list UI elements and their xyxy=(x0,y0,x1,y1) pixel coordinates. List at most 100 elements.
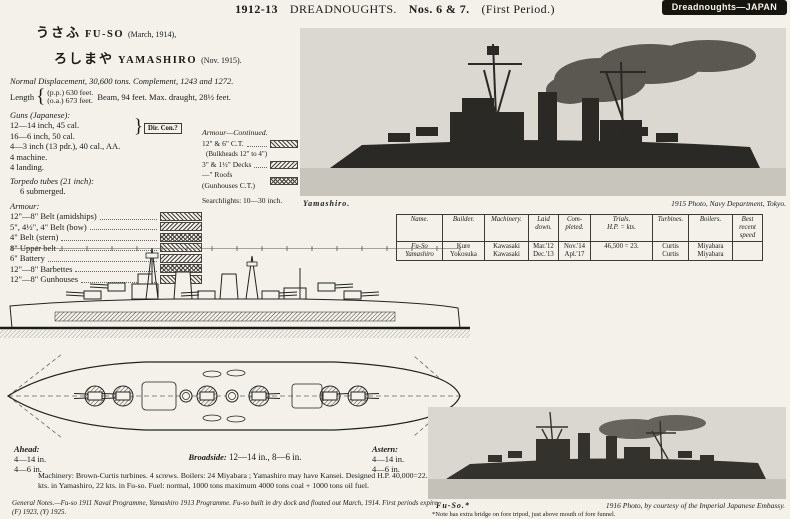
astern-label: Astern: xyxy=(372,444,398,454)
length-oa: (o.a.) 673 feet. xyxy=(47,96,93,105)
dotted-leader xyxy=(75,265,157,273)
astern-arcs: Astern: 4—14 in. 4—6 in. xyxy=(372,444,404,474)
yamashiro-date: (Nov. 1915). xyxy=(201,56,242,65)
yamashiro-photo-caption: Yamashiro. xyxy=(303,199,351,208)
plan-drawing xyxy=(0,346,470,446)
armour-item-label: 5", 4½", 4" Belt (bow) xyxy=(10,221,87,232)
col-header: Best recent speed xyxy=(732,214,763,242)
cell-name: Fu-So Yamashiro xyxy=(396,241,443,261)
dotted-leader xyxy=(81,276,157,283)
fuso-name: FU-SO xyxy=(85,29,125,40)
cell-laid-down: Mar.'12 Dec.'13 xyxy=(528,241,559,261)
torpedo-heading: Torpedo tubes (21 inch): xyxy=(10,175,94,186)
beam-draught: Beam, 94 feet. Max. draught, 28½ feet. xyxy=(97,91,231,102)
yamashiro-photo xyxy=(300,28,786,196)
armour-item: 5", 4½", 4" Belt (bow) xyxy=(10,222,202,233)
col-header: Trials. H.P. = kts. xyxy=(590,214,653,242)
col-header: Boilers. xyxy=(688,214,733,242)
armour-hatch-swatch xyxy=(160,232,202,242)
length-pp: (p.p.) 630 feet. xyxy=(47,87,94,97)
col-header: Turbines. xyxy=(652,214,689,242)
ahead-arcs: Ahead: 4—14 in. 4—6 in. xyxy=(14,444,46,474)
ahead-label: Ahead: xyxy=(14,444,40,454)
armour-heading: Armour: xyxy=(10,200,40,211)
gun-item: 4 landing. xyxy=(10,162,44,172)
broadside-line: Broadside: 12—14 in., 8—6 in. xyxy=(130,452,360,462)
armour-continued-item: —" Roofs (Gunhouses C.T.) xyxy=(202,170,298,191)
fuso-photo-caption: Fu-So.* xyxy=(436,501,470,510)
fuso-kana: うさふ xyxy=(36,25,82,40)
ahead-line: 4—14 in. xyxy=(14,454,47,464)
corner-tab: Dreadnoughts—JAPAN xyxy=(661,0,787,15)
table-row: Fu-So Yamashiro Kure Yokosuka Kawasaki K… xyxy=(396,241,763,261)
armour-continued-item: (Bulkheads 12" to 4") xyxy=(206,150,268,158)
armour-item: 8" Upper belt xyxy=(10,243,202,254)
dotted-leader xyxy=(58,244,157,252)
cell-builder: Kure Yokosuka xyxy=(442,241,485,261)
yamashiro-name: YAMASHIRO xyxy=(118,55,198,66)
machinery-note: Machinery: Brown-Curtis turbines. 4 scre… xyxy=(38,471,432,490)
yamashiro-photo-art xyxy=(300,28,786,196)
gun-item: 4 machine. xyxy=(10,151,48,162)
fuso-photo-art xyxy=(428,407,786,499)
dotted-leader xyxy=(47,255,157,262)
guns-heading: Guns (Japanese): xyxy=(10,109,71,120)
cell-turbines: Curtis Curtis xyxy=(652,241,689,261)
general-notes: General Notes.—Fu-so 1911 Naval Programm… xyxy=(12,499,438,516)
col-header: Builder. xyxy=(442,214,485,242)
plan-drawing-art xyxy=(6,353,461,439)
yamashiro-photo-credit: 1915 Photo, Navy Department, Tokyo. xyxy=(671,199,786,208)
dotted-leader xyxy=(254,161,267,169)
astern-line: 4—14 in. xyxy=(372,454,405,464)
cell-trials: 46,500 = 23. xyxy=(590,241,653,261)
armour-item-label: 12"—8" Belt (amidships) xyxy=(10,211,97,221)
header-nos: Nos. 6 & 7. xyxy=(408,2,470,16)
profile-drawing-art xyxy=(0,246,470,338)
smoke-plume xyxy=(546,40,756,104)
open-brace: { xyxy=(36,86,46,107)
length-values: (p.p.) 630 feet. (o.a.) 673 feet. xyxy=(47,87,94,106)
armour-continued-item: 3" & 1½" Decks xyxy=(202,160,298,171)
armour-continued-block: Armour—Continued. 12" & 6" C.T. (Bulkhea… xyxy=(202,128,298,207)
armour-item-label: 8" Upper belt xyxy=(10,242,56,253)
profile-drawing xyxy=(0,244,470,342)
director-control-box: Dir. Con.? xyxy=(144,122,182,134)
armour-item-label: 12"—8" Barbettes xyxy=(10,263,73,274)
armour-hatch-swatch xyxy=(160,253,202,263)
displacement-line: Normal Displacement, 30,600 tons. Comple… xyxy=(10,76,234,86)
armour-item-label: 4" Belt (stern) xyxy=(10,232,59,242)
searchlights-line: Searchlights: 10—30 inch. xyxy=(202,196,283,205)
torpedo-value: 6 submerged. xyxy=(20,186,66,196)
ship-particulars-column: うさふ FU-SO (March, 1914), ろしまや YAMASHIRO … xyxy=(10,22,298,285)
fuso-name-line: うさふ FU-SO (March, 1914), xyxy=(36,22,298,42)
header-year: 1912-13 xyxy=(235,2,278,16)
col-header: Laid down. xyxy=(528,214,559,242)
armour-item-label: 12" & 6" C.T. xyxy=(202,138,244,148)
armour-continued-heading: Armour—Continued. xyxy=(202,128,268,137)
length-label: Length xyxy=(10,91,35,102)
col-header: Name. xyxy=(396,214,443,242)
armour-item: 12"—8" Belt (amidships) xyxy=(10,211,202,222)
armour-hatch-swatch xyxy=(270,160,298,169)
yamashiro-name-line: ろしまや YAMASHIRO (Nov. 1915). xyxy=(54,48,298,68)
guns-brace: } xyxy=(134,115,144,137)
ship-data-table: Name. Builder. Machinery. Laid down. Com… xyxy=(396,214,763,261)
yamashiro-kana: ろしまや xyxy=(54,51,115,66)
cell-machinery: Kawasaki Kawasaki xyxy=(484,241,529,261)
fuso-footnote: *Note has extra bridge on fore tripod, j… xyxy=(432,511,616,518)
astern-line: 4—6 in. xyxy=(372,464,400,474)
armour-item: 6" Battery xyxy=(10,253,202,264)
cell-best-speed xyxy=(732,241,763,261)
armour-continued-item: 12" & 6" C.T. xyxy=(202,139,298,150)
cell-completed: Nov.'14 Apl.'17 xyxy=(558,241,591,261)
armour-item-label: 12"—8" Gunhouses xyxy=(10,274,79,284)
col-header: Machinery. xyxy=(484,214,529,242)
fuso-photo-credit: 1916 Photo, by courtesy of the Imperial … xyxy=(605,501,785,510)
armour-item: 4" Belt (stern) xyxy=(10,232,202,243)
dotted-leader xyxy=(99,213,157,220)
guns-block: Guns (Japanese): 12—14 inch, 45 cal. 16—… xyxy=(10,110,200,173)
armour-hatch-swatch xyxy=(160,243,202,253)
gun-item: 4—3 inch (13 pdr.), 40 cal., AA. xyxy=(10,141,121,151)
